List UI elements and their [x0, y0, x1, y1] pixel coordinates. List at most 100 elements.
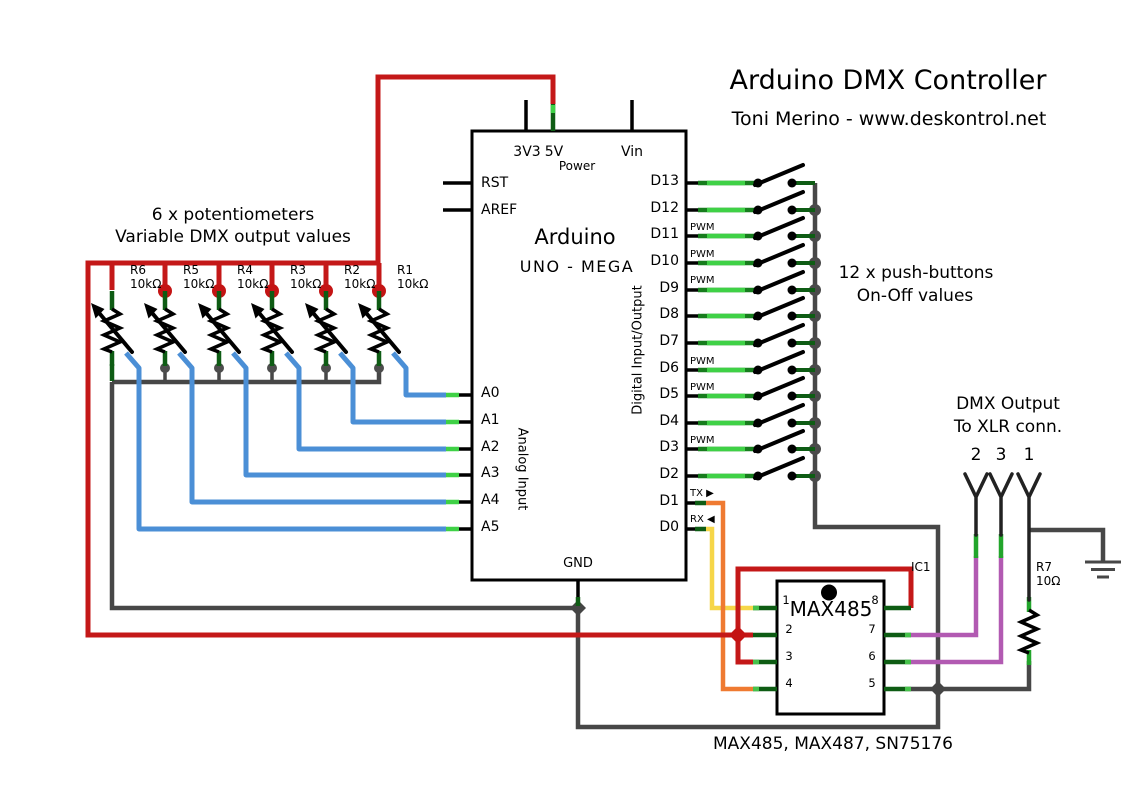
- pin-d12-label: D12: [650, 200, 679, 216]
- pin-d2-label: D2: [659, 466, 679, 482]
- pots-heading-line1: 6 x potentiometers: [151, 205, 315, 225]
- max485-pin5-ground-link: [911, 661, 1032, 692]
- pwm-badge-d6: PWM: [690, 356, 715, 367]
- dmx-heading-line2: To XLR conn.: [953, 417, 1063, 437]
- pot-power-drops: [109, 263, 382, 290]
- r7-resistor-zigzag: [1016, 608, 1042, 655]
- wiper-r1-to-a0: [391, 351, 446, 398]
- power-net-red: [85, 74, 914, 665]
- pin-d11-label: D11: [650, 226, 679, 242]
- arduino-body: [470, 129, 688, 582]
- pin-d4-label: D4: [659, 413, 679, 429]
- pwm-badge-d11: PWM: [690, 222, 715, 233]
- max485-pin6-number: 6: [868, 649, 876, 663]
- r7-ref-label: R7: [1036, 560, 1052, 574]
- ic1-ref-label: IC1: [911, 560, 931, 574]
- pin-vin-label: Vin: [620, 144, 644, 160]
- pot-r5-ref-label: R5: [183, 263, 199, 277]
- max485-pin3-number: 3: [785, 649, 793, 663]
- page-subtitle: Toni Merino - www.deskontrol.net: [731, 108, 1047, 130]
- pin-a0-label: A0: [481, 385, 500, 401]
- max485-pin7-number: 7: [868, 622, 876, 636]
- max485-pin8-number: 8: [871, 593, 879, 607]
- max485-body: [775, 579, 886, 716]
- pot-r1-value-label: 10kΩ: [397, 277, 429, 291]
- max485-pin4-number: 4: [785, 676, 793, 690]
- pot-r5-value-label: 10kΩ: [183, 277, 215, 291]
- earth-ground-symbol: [1085, 560, 1121, 579]
- pin-rst-label: RST: [481, 175, 509, 191]
- arduino-variant-label: UNO - MEGA: [519, 257, 635, 276]
- xlr-pin3-number: 3: [995, 445, 1007, 465]
- gray-junction-diamonds: [570, 600, 946, 697]
- pot-r6-ref-label: R6: [130, 263, 146, 277]
- max485-part-label: MAX485: [789, 597, 873, 621]
- arduino-pin-stubs-black: [443, 100, 699, 599]
- max485-pin5-number: 5: [868, 676, 876, 690]
- max485-pin2-number: 2: [785, 622, 793, 636]
- pin-a5-label: A5: [481, 519, 500, 535]
- power-section-label: Power: [558, 159, 596, 173]
- wiper-r5-to-a4: [177, 351, 446, 505]
- buttons-heading-line1: 12 x push-buttons: [838, 263, 994, 283]
- pin-3v3-label: 3V3: [513, 144, 541, 160]
- r7-value-label: 10Ω: [1036, 574, 1061, 588]
- pin-d0-label: D0: [659, 519, 679, 535]
- arduino-name-label: Arduino: [534, 225, 616, 249]
- pin7-to-xlr2: [911, 556, 979, 638]
- xlr-stem-green-segments: [973, 534, 1032, 665]
- xlr-fork-3: [988, 472, 1014, 537]
- pot-bottom-terminal-dots: [160, 363, 384, 373]
- wiper-r2-to-a1: [338, 351, 446, 425]
- pin-d10-label: D10: [650, 253, 679, 269]
- pot-r6-value-label: 10kΩ: [130, 277, 162, 291]
- pin6-to-xlr3: [911, 556, 1004, 665]
- pin-d1-label: D1: [659, 493, 679, 509]
- pin-5v-label: 5V: [544, 144, 564, 160]
- dmx-heading-line1: DMX Output: [956, 394, 1060, 414]
- ground-net-wires: [109, 183, 1106, 730]
- button-wires-green: [698, 180, 815, 479]
- transceiver-compatible-note: MAX485, MAX487, SN75176: [713, 734, 953, 754]
- wiper-r3-to-a2: [284, 351, 446, 452]
- pin-d7-label: D7: [659, 333, 679, 349]
- pin-d9-label: D9: [659, 280, 679, 296]
- pin-d6-label: D6: [659, 360, 679, 376]
- pin-a3-label: A3: [481, 465, 500, 481]
- max485-pin1-marker-dot: [821, 584, 837, 601]
- pot-r4-ref-label: R4: [237, 263, 253, 277]
- pwm-badge-d3: PWM: [690, 435, 715, 446]
- pin-d8-label: D8: [659, 306, 679, 322]
- xlr-pin2-number: 2: [970, 445, 982, 465]
- max485-power-loop: [735, 566, 914, 665]
- buttons-heading-line2: On-Off values: [856, 286, 974, 306]
- tx-wire-d1-to-pin4: [706, 500, 753, 692]
- wiper-r6-to-a5: [124, 351, 446, 532]
- analog-section-label: Analog Input: [514, 427, 530, 511]
- dmx-data-wires-purple: [911, 556, 1004, 665]
- wiper-r4-to-a3: [231, 351, 446, 478]
- pot-bus-to-gnd: [109, 382, 578, 611]
- xlr-fork-1: [1016, 472, 1042, 602]
- pots-heading-line2: Variable DMX output values: [115, 227, 351, 247]
- pwm-badge-d10: PWM: [690, 249, 715, 260]
- pot-r1-ref-label: R1: [397, 263, 413, 277]
- pin-d5-label: D5: [659, 386, 679, 402]
- rx-wire-d0-to-pin1: [706, 526, 753, 611]
- xlr1-earth-branch: [1029, 527, 1106, 562]
- pin-aref-label: AREF: [481, 202, 518, 218]
- wiper-wires-blue: [124, 351, 446, 532]
- xlr-fork-2: [963, 472, 989, 537]
- pot-r2-ref-label: R2: [344, 263, 360, 277]
- rx-badge-d0: RX ◀: [690, 514, 715, 525]
- button-bus-junction-dots: [809, 204, 821, 482]
- pin-d13-label: D13: [650, 173, 679, 189]
- analog-pin-green-tips: [446, 392, 459, 532]
- pot-r2-value-label: 10kΩ: [344, 277, 376, 291]
- red-junction-diamond: [729, 626, 747, 644]
- xlr-pin1-number: 1: [1023, 445, 1035, 465]
- pot-r3-value-label: 10kΩ: [290, 277, 322, 291]
- pin-a1-label: A1: [481, 412, 500, 428]
- tx-badge-d1: TX ▶: [690, 488, 714, 499]
